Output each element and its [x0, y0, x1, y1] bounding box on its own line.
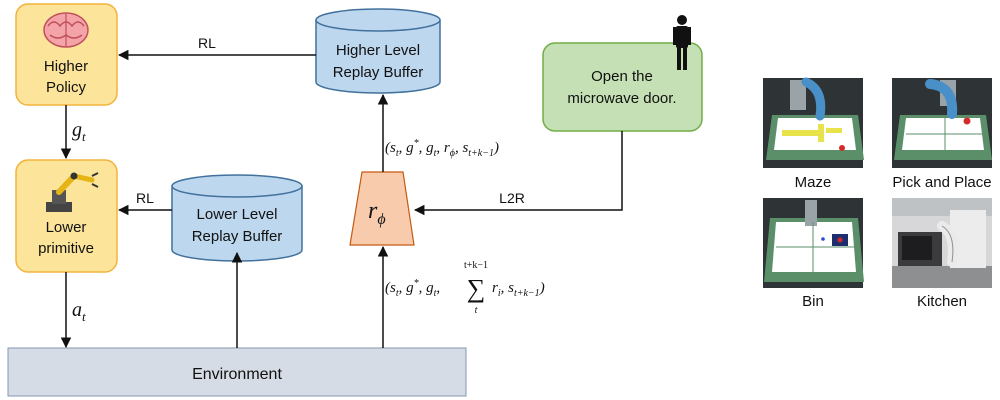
higher-policy-label-1: Higher	[44, 58, 88, 75]
thumbnail-bin	[763, 198, 864, 288]
lower-tuple-suffix: ri, st+k−1)	[492, 280, 545, 299]
environment-label: Environment	[192, 366, 282, 383]
instruction-label-1: Open the	[591, 68, 653, 85]
robot-arm-icon	[46, 172, 99, 212]
lower-tuple-sum-symbol: ∑	[467, 274, 486, 303]
higher-policy-node: Higher Policy	[15, 3, 118, 106]
brain-icon	[43, 12, 89, 48]
lower-tuple-prefix: (st, g*, gt,	[385, 278, 440, 299]
lower-primitive-label-1: Lower	[46, 219, 87, 236]
higher-buffer-label-2: Replay Buffer	[333, 64, 424, 81]
lower-tuple-sum-bottom: t	[475, 305, 478, 316]
lower-tuple-sum-top: t+k−1	[464, 260, 488, 271]
thumbnail-maze	[763, 77, 864, 168]
lower-buffer-label-2: Replay Buffer	[192, 228, 283, 245]
thumbnail-kitchen	[892, 198, 992, 288]
upper-tuple: (st, g*, gt, rϕ, st+k−1)	[385, 138, 499, 159]
edge-label-rl-bottom: RL	[136, 190, 154, 206]
reward-model-label: rϕ	[368, 198, 386, 228]
thumbnail-caption-maze: Maze	[794, 174, 832, 191]
higher-buffer-node: Higher Level Replay Buffer	[315, 8, 441, 94]
lower-buffer-node: Lower Level Replay Buffer	[171, 174, 303, 262]
edge-label-goal: gt	[72, 119, 86, 144]
thumbnail-caption-bin: Bin	[802, 293, 824, 310]
instruction-node: Open the microwave door.	[542, 15, 703, 132]
edge-label-action: at	[72, 299, 86, 324]
lower-primitive-node: Lower primitive	[15, 159, 118, 273]
lower-primitive-label-2: primitive	[38, 240, 94, 257]
thumbnail-caption-pick-and-place: Pick and Place	[892, 174, 992, 191]
edge-label-rl-top: RL	[198, 35, 216, 51]
lower-buffer-label-1: Lower Level	[197, 206, 278, 223]
edge-label-l2r: L2R	[499, 190, 525, 206]
thumbnail-pick-and-place	[892, 78, 992, 168]
higher-policy-label-2: Policy	[46, 79, 87, 96]
person-icon	[673, 15, 691, 70]
reward-model-node: rϕ	[349, 171, 415, 246]
higher-buffer-label-1: Higher Level	[336, 42, 420, 59]
edges	[60, 49, 623, 349]
arrow-l2r	[413, 131, 623, 216]
thumbnail-caption-kitchen: Kitchen	[916, 293, 968, 310]
instruction-label-2: microwave door.	[567, 90, 676, 107]
environment-node: Environment	[7, 347, 467, 397]
